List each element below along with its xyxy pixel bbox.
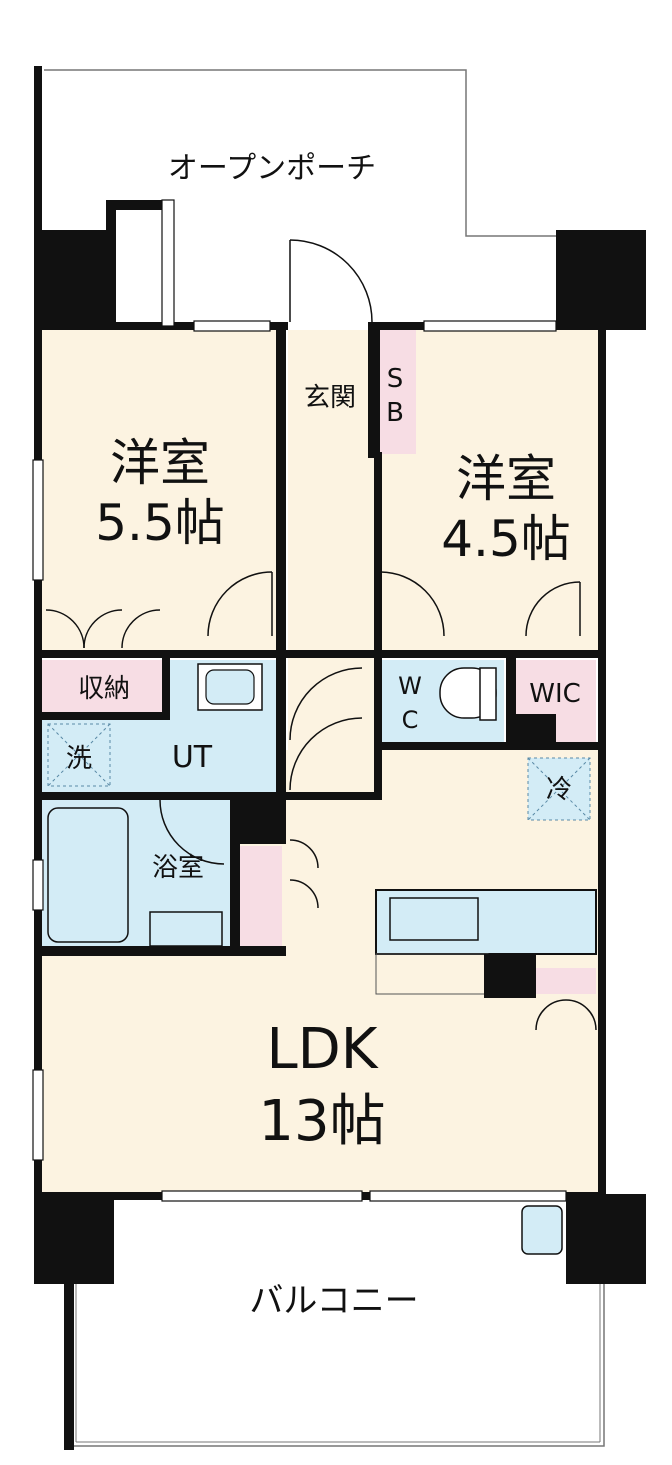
room-fills xyxy=(40,330,602,1196)
toilet xyxy=(439,667,497,721)
entrance-label: 玄関 xyxy=(304,383,356,413)
wc-label-c: C xyxy=(402,706,419,734)
western-room-2-size: 4.5帖 xyxy=(441,510,571,568)
porch-label: オープンポーチ xyxy=(168,151,376,186)
washbasin xyxy=(197,663,263,711)
shoe-box-floor xyxy=(374,330,416,454)
entrance-floor xyxy=(288,330,374,460)
kitchen-counter xyxy=(375,889,597,995)
balcony xyxy=(71,1232,605,1447)
wic-label: WIC xyxy=(529,679,581,709)
western-room-2-floor xyxy=(380,330,602,652)
western-room-2-name: 洋室 xyxy=(456,450,556,508)
balcony-label: バルコニー xyxy=(249,1281,418,1321)
storage-floor-top xyxy=(42,660,166,714)
western-room-1-name: 洋室 xyxy=(110,434,210,492)
ldk-size: 13帖 xyxy=(258,1089,385,1154)
balcony-sink xyxy=(521,1205,563,1255)
washing-machine-space xyxy=(47,723,111,787)
ldk-name: LDK xyxy=(266,1017,378,1082)
storage-label: 収納 xyxy=(78,674,130,704)
linen-closet-floor xyxy=(238,846,282,946)
walls xyxy=(34,66,646,1450)
refrigerator-label: 冷 xyxy=(546,775,572,805)
shoe-box-label-s: S xyxy=(387,364,404,394)
hallway-floor xyxy=(288,460,374,800)
bathroom-label: 浴室 xyxy=(152,853,204,883)
washer-label: 洗 xyxy=(66,744,92,774)
utility-label: UT xyxy=(172,740,213,775)
refrigerator-cross xyxy=(527,757,591,821)
western-room-1-floor xyxy=(40,330,280,652)
wc-label-w: W xyxy=(398,672,422,700)
windows xyxy=(32,199,567,1202)
pantry-floor xyxy=(534,968,596,994)
western-room-1-size: 5.5帖 xyxy=(95,494,225,552)
shoe-box-label-b: B xyxy=(386,398,404,428)
open-porch xyxy=(44,69,557,237)
doors xyxy=(45,239,597,1031)
